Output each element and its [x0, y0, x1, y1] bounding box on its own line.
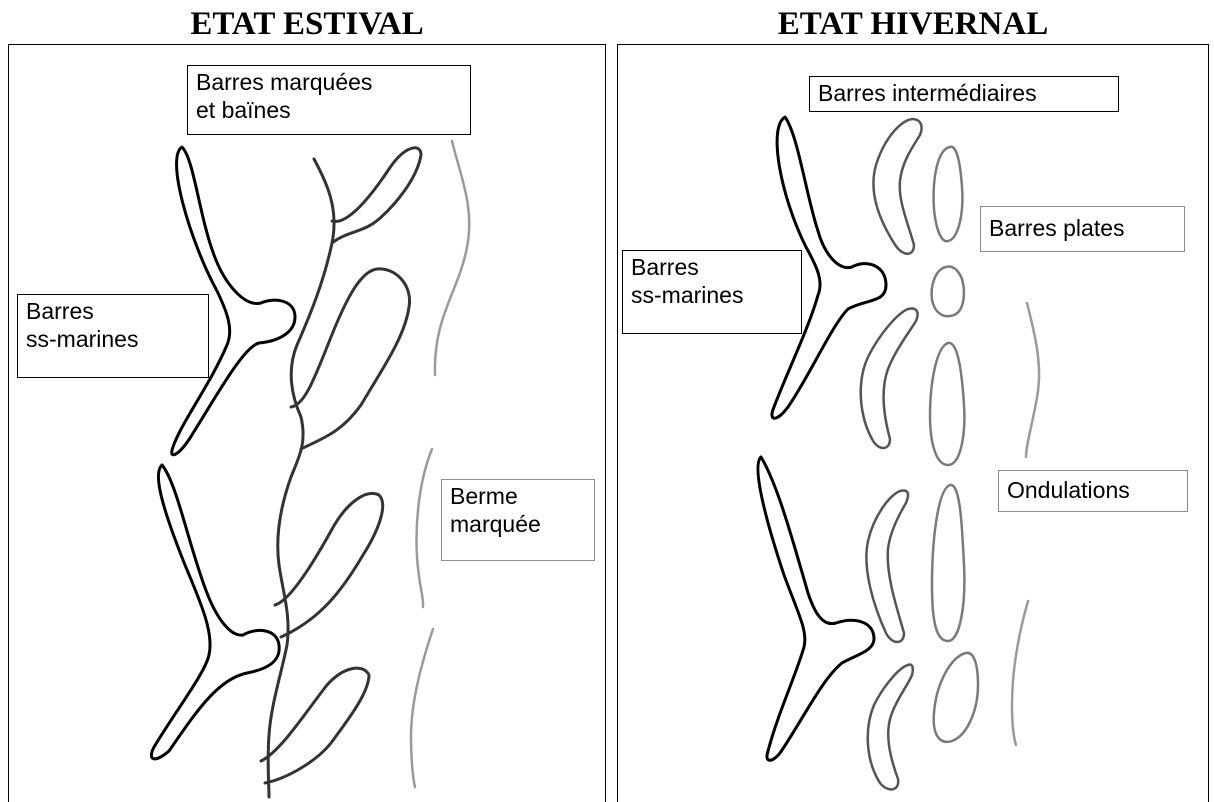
label-ondulations: Ondulations — [998, 470, 1188, 512]
label-barres-marquees: Barres marquées et baïnes — [187, 65, 471, 135]
summer-diagram — [9, 45, 606, 802]
winter-panel: Barres intermédiaires Barres plates Barr… — [617, 44, 1209, 802]
rip-channel-2 — [291, 269, 410, 449]
submarine-bar-lower — [758, 457, 874, 760]
label-berme-marquee: Berme marquée — [441, 479, 595, 561]
rip-channel-1 — [332, 148, 421, 243]
flat-bar-5 — [934, 653, 978, 742]
winter-diagram — [618, 45, 1209, 802]
submarine-bar-lower — [151, 465, 279, 759]
intermediate-bar-3 — [866, 491, 908, 643]
ondulation-line-1 — [1026, 303, 1039, 457]
intermediate-bar-2 — [861, 309, 918, 449]
flat-bar-2 — [932, 267, 964, 317]
winter-title: ETAT HIVERNAL — [617, 6, 1209, 42]
summer-panel: Barres marquées et baïnes Barres ss-mari… — [8, 44, 606, 802]
flat-bar-4 — [932, 485, 964, 641]
label-barres-intermediaires: Barres intermédiaires — [809, 76, 1119, 112]
berm-line-3 — [411, 629, 433, 787]
flat-bar-3 — [930, 343, 964, 465]
rip-channel-3 — [275, 494, 383, 638]
flat-bar-1 — [934, 147, 963, 241]
label-barres-ss-marines-summer: Barres ss-marines — [17, 294, 209, 378]
ondulation-line-2 — [1012, 601, 1028, 745]
berm-line-2 — [417, 449, 432, 607]
label-barres-plates: Barres plates — [980, 206, 1185, 252]
label-barres-ss-marines-winter: Barres ss-marines — [622, 250, 802, 334]
summer-title: ETAT ESTIVAL — [8, 6, 606, 42]
berm-line-1 — [435, 141, 469, 375]
intermediate-bar-4 — [868, 664, 913, 789]
trough-line — [268, 159, 334, 797]
intermediate-bar-1 — [873, 119, 921, 254]
